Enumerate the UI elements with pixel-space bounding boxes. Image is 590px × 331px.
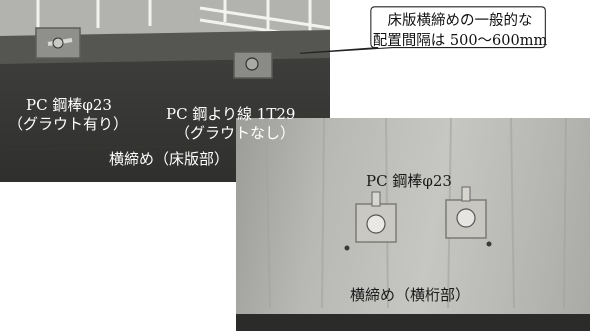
- concrete-streaks: [265, 118, 567, 309]
- hole-left: [344, 245, 350, 251]
- callout-bubble: [299, 6, 546, 54]
- crossbeam-photo-scene: [236, 118, 590, 331]
- slab-photo: [0, 0, 330, 182]
- callout-line-1: 床版横締めの一般的な: [387, 13, 533, 29]
- callout-text: 床版横締めの一般的な 配置間隔は 500～600mm: [358, 11, 562, 51]
- crossbeam-photo: [236, 118, 590, 331]
- label-pc-bar-left: PC 鋼棒φ23: [26, 96, 112, 114]
- hole-right: [486, 241, 492, 247]
- bottom-ledge: [236, 314, 590, 331]
- anchor-plate-b: [445, 186, 487, 239]
- anchor-plate-a: [355, 191, 397, 243]
- label-pc-bar-right: PC 鋼棒φ23: [366, 172, 452, 190]
- anchor-plate-left: [35, 27, 81, 59]
- slab-photo-scene: [0, 0, 330, 151]
- label-pc-bar-left-grout: （グラウト有り）: [8, 115, 129, 133]
- label-pc-strand: PC 鋼より線 1T29: [166, 105, 296, 123]
- caption-slab: 横締め（床版部）: [109, 150, 230, 168]
- caption-crossbeam: 横締め（横桁部）: [350, 286, 471, 304]
- callout-line-2: 配置間隔は 500～600mm: [372, 33, 548, 49]
- anchor-plate-right: [233, 51, 273, 79]
- label-pc-strand-grout: （グラウトなし）: [175, 124, 296, 142]
